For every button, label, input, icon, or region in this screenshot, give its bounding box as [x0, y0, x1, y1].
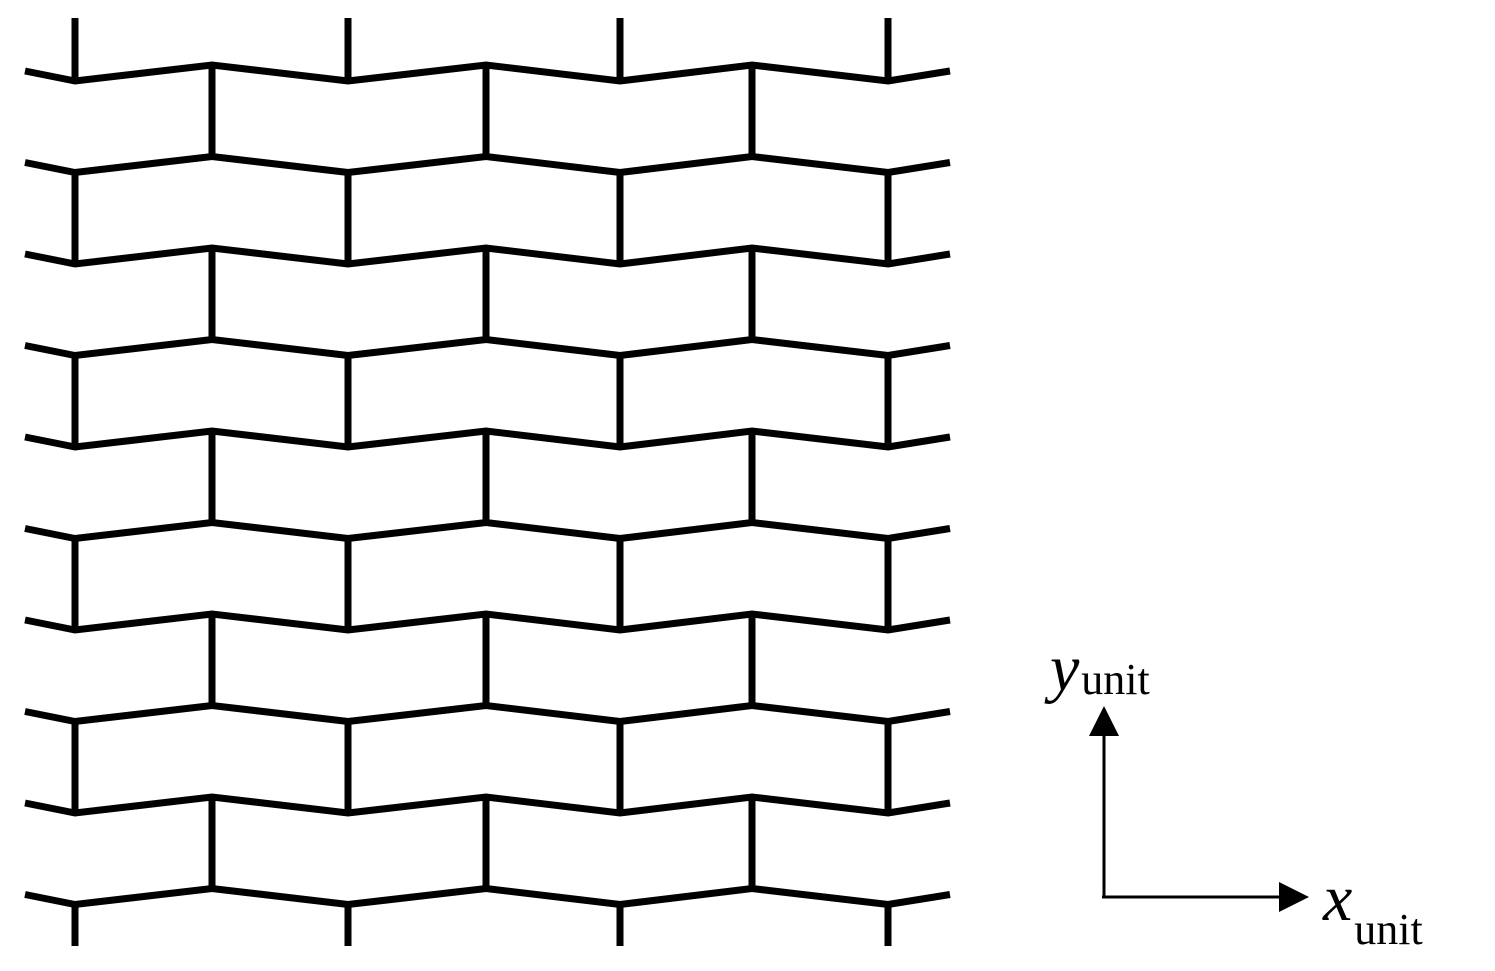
x-axis-symbol: x — [1322, 862, 1352, 935]
y-axis-symbol: y — [1044, 632, 1080, 705]
lattice-horizontal-row-6 — [24, 518, 951, 543]
y-axis-subscript: unit — [1081, 655, 1149, 704]
re-entrant-honeycomb-lattice — [24, 18, 951, 946]
y-unit-axis-label: yunit — [1044, 632, 1150, 705]
lattice-horizontal-row-2 — [24, 152, 951, 177]
lattice-horizontal-row-8 — [24, 701, 951, 726]
unit-axes: yunit xunit — [1044, 632, 1423, 954]
x-axis-subscript: unit — [1354, 905, 1422, 954]
x-unit-axis-label: xunit — [1322, 862, 1423, 954]
lattice-horizontal-row-10 — [24, 884, 951, 909]
lattice-horizontal-row-4 — [24, 335, 951, 360]
